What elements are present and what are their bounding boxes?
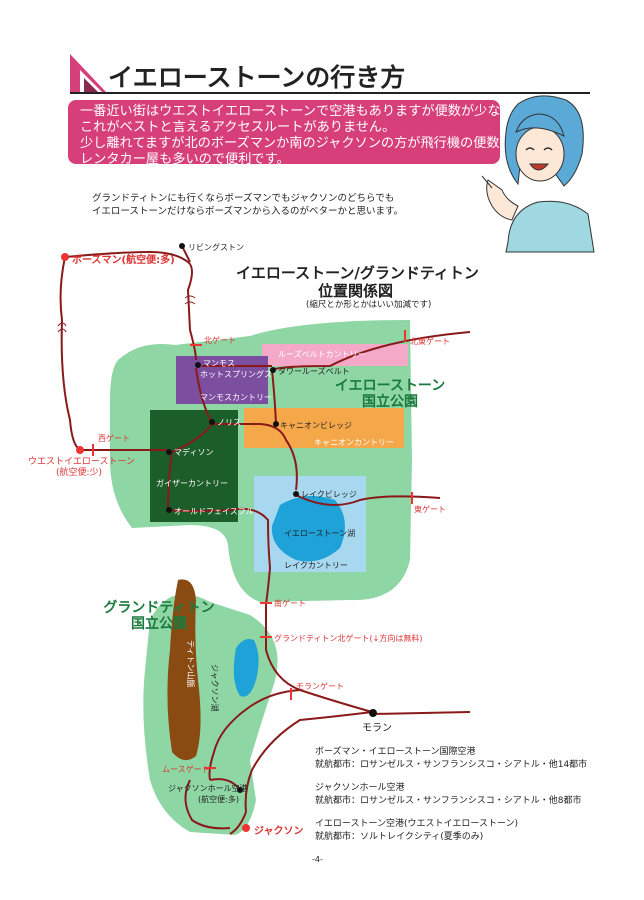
canyon-dot bbox=[273, 421, 279, 427]
jackson-lake bbox=[233, 639, 259, 697]
mammoth-dot bbox=[195, 362, 201, 368]
teton-range bbox=[167, 579, 201, 761]
moose-gate-label: ムースゲート bbox=[162, 765, 210, 774]
park-name-line: 国立公園 bbox=[131, 616, 187, 632]
note-line: イエローストーンだけならボーズマンから入るのがベターかと思います。 bbox=[92, 206, 404, 217]
park-name-line: イエローストーン bbox=[334, 378, 446, 394]
tower-label: タワールーズベルト bbox=[278, 367, 350, 376]
geyser-country-label: ガイザーカントリー bbox=[156, 479, 228, 488]
lake-village-dot bbox=[293, 491, 299, 497]
jackson-airport-label: ジャクソンホール空港 bbox=[168, 784, 248, 793]
canyon-country-label: キャニオンカントリー bbox=[314, 438, 394, 447]
airport-routes: 就航都市：ロサンゼルス・サンフランシスコ・シアトル・他8都市 bbox=[315, 796, 582, 806]
mammoth-country-region bbox=[176, 356, 268, 404]
madison-dot bbox=[166, 449, 172, 455]
tower-dot bbox=[270, 367, 276, 373]
livingston-label: リビングストン bbox=[188, 243, 244, 252]
west-yellowstone-label: ウエストイエローストーン bbox=[28, 457, 136, 467]
west-yellowstone-note: (航空便:少) bbox=[56, 468, 103, 478]
lake-village-label: レイクビレッジ bbox=[301, 490, 357, 499]
madison-label: マディソン bbox=[174, 448, 214, 457]
yellowstone-lake-label: イエローストーン湖 bbox=[284, 529, 356, 538]
airport-routes: 就航都市：ソルトレイクシティ(夏季のみ) bbox=[315, 832, 484, 842]
jackson-label: ジャクソン bbox=[254, 826, 304, 837]
old-faithful-dot bbox=[166, 507, 172, 513]
note-line: グランドティトンにも行くならボーズマンでもジャクソンのどちらでも bbox=[92, 193, 395, 204]
teton-range-label: ティトン山脈 bbox=[186, 640, 195, 688]
lake-country-label: レイクカントリー bbox=[284, 561, 348, 570]
intro-line: 少し離れてますが北のボーズマンか南のジャクソンの方が飛行機の便数も bbox=[80, 136, 513, 151]
map-subtitle: (縮尺とか形とかはいい加減です) bbox=[306, 300, 432, 310]
jackson-dot bbox=[242, 824, 250, 832]
roosevelt-country-label: ルーズベルトカントリー bbox=[278, 350, 366, 359]
airport-routes: 就航都市：ロサンゼルス・サンフランシスコ・シアトル・他14都市 bbox=[315, 760, 588, 770]
teton-park-name: グランドティトン 国立公園 bbox=[94, 600, 224, 632]
moran-dot bbox=[369, 709, 377, 717]
intro-line: これがベストと言えるアクセスルートがありません。 bbox=[80, 120, 396, 135]
map-title: イエローストーン/グランドティトン bbox=[236, 264, 479, 282]
canyon-country-region bbox=[244, 408, 404, 448]
intro-box: 一番近い街はウエストイエローストーンで空港もありますが便数が少なく これがベスト… bbox=[68, 100, 514, 167]
east-gate-label: 東ゲート bbox=[414, 505, 446, 514]
norris-label: ノリス bbox=[217, 418, 241, 427]
intro-line: レンタカー屋も多いので便利です。 bbox=[80, 152, 290, 167]
moran-label: モラン bbox=[362, 723, 392, 734]
mammoth-label-2: ホットスプリングス bbox=[200, 370, 272, 379]
jackson-airport-note: (航空便:多) bbox=[198, 795, 239, 804]
bozeman-label: ボーズマン(航空便:多) bbox=[72, 255, 175, 266]
livingston-dot bbox=[179, 243, 185, 249]
map-title-2: 位置関係図 bbox=[318, 282, 394, 300]
airport-name: ボーズマン・イエローストーン国際空港 bbox=[315, 747, 476, 757]
mammoth-country-label: マンモスカントリー bbox=[200, 393, 272, 402]
page-title: イエローストーンの行き方 bbox=[108, 63, 406, 92]
jackson-lake-label: ジャクソン湖 bbox=[210, 664, 219, 712]
teton-north-gate-label: グランドティトン北ゲート(↓方向は無料) bbox=[274, 634, 423, 643]
airport-name: ジャクソンホール空港 bbox=[315, 783, 405, 793]
norris-dot bbox=[209, 419, 215, 425]
yellowstone-park-name: イエローストーン 国立公園 bbox=[330, 378, 450, 410]
north-gate-label: 北ゲート bbox=[204, 336, 236, 345]
west-yellowstone-dot bbox=[76, 446, 84, 454]
mammoth-label: マンモス bbox=[203, 359, 235, 368]
park-name-line: グランドティトン bbox=[103, 600, 215, 616]
park-name-line: 国立公園 bbox=[362, 394, 418, 410]
intro-line: 一番近い街はウエストイエローストーンで空港もありますが便数が少なく bbox=[80, 104, 514, 119]
canyon-label: キャニオンビレッジ bbox=[280, 421, 352, 430]
old-faithful-label: オールドフェイスフル bbox=[174, 507, 254, 516]
yellowstone-lake bbox=[271, 496, 345, 562]
header-triangle-icon bbox=[70, 54, 106, 92]
geyser-country-region bbox=[150, 410, 238, 522]
guide-character-illustration bbox=[481, 95, 595, 253]
northeast-gate-label: 北東ゲート bbox=[410, 337, 450, 346]
airport-name: イエローストーン空港(ウエストイエローストーン) bbox=[315, 819, 519, 829]
title-divider bbox=[70, 92, 590, 94]
jackson-airport-dot bbox=[237, 787, 243, 793]
page-number: -4- bbox=[312, 855, 323, 864]
west-gate-label: 西ゲート bbox=[98, 434, 130, 443]
moran-gate-label: モランゲート bbox=[296, 682, 344, 691]
bozeman-dot bbox=[61, 253, 69, 261]
south-gate-label: 南ゲート bbox=[274, 599, 306, 608]
